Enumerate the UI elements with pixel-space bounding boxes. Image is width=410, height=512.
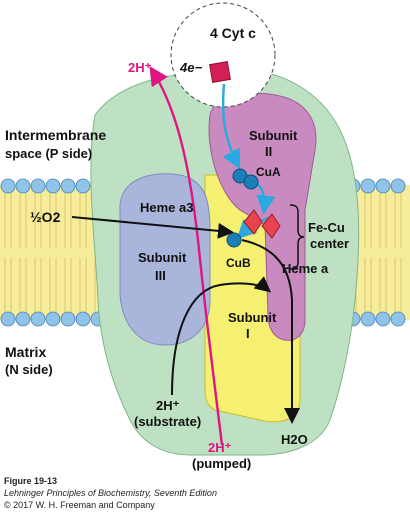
label-subunit-i-line2: I — [246, 326, 250, 341]
heme-a3-shape — [243, 209, 263, 235]
lipid-head — [45, 178, 61, 194]
label-heme-a3: Heme a3 — [140, 200, 193, 215]
label-cu-a: CuA — [256, 165, 281, 179]
label-substrate-word: (substrate) — [134, 414, 201, 429]
label-subunit-iii-line1: Subunit — [138, 250, 187, 265]
lipid-head — [375, 311, 391, 327]
caption-copyright: © 2017 W. H. Freeman and Company — [4, 500, 155, 510]
lipid-head — [15, 178, 31, 194]
label-water: H2O — [281, 432, 308, 447]
label-fe-cu-line2: center — [310, 236, 349, 251]
label-fe-cu-line1: Fe-Cu — [308, 220, 345, 235]
lipid-head — [60, 178, 76, 194]
cyt-c-heme-box — [208, 60, 232, 84]
lipid-head — [30, 178, 46, 194]
lipid-head — [390, 311, 406, 327]
lipid-head — [30, 311, 46, 327]
label-subunit-iii-line2: III — [155, 268, 166, 283]
lipid-head — [15, 311, 31, 327]
cyt-c-circle — [170, 2, 276, 108]
label-subunit-i-line1: Subunit — [228, 310, 277, 325]
substrate-proton-arrow — [171, 276, 272, 396]
lipid-head — [0, 311, 16, 327]
label-cyt-c: 4 Cyt c — [210, 25, 256, 41]
lipid-head — [75, 311, 91, 327]
label-pumped-word: (pumped) — [192, 456, 251, 471]
label-substrate-h: 2H⁺ — [156, 398, 180, 413]
lipid-head — [360, 311, 376, 327]
pumped-proton-arrow — [149, 65, 224, 446]
label-heme-a: Heme a — [282, 261, 329, 276]
lipid-head — [0, 178, 16, 194]
lipid-head — [360, 178, 376, 194]
heme-a-shape — [261, 213, 281, 239]
oxygen-arrow — [71, 216, 234, 239]
label-proton-top: 2H⁺ — [128, 60, 152, 75]
label-subunit-ii-line1: Subunit — [249, 128, 298, 143]
subunit-iii — [119, 173, 211, 346]
label-matrix-line2: (N side) — [5, 362, 53, 377]
cu-a-atom-2 — [243, 174, 259, 190]
water-arrow — [241, 239, 300, 424]
cu-b-atom — [226, 232, 242, 248]
lipid-head — [75, 178, 91, 194]
caption-figure: Figure 19-13 — [4, 476, 57, 486]
label-half-o2: ½O2 — [30, 209, 61, 225]
label-intermembrane-line1: Intermembrane — [5, 127, 106, 143]
label-pumped-h: 2H⁺ — [208, 440, 232, 455]
lipid-head — [390, 178, 406, 194]
lipid-head — [45, 311, 61, 327]
lipid-head — [60, 311, 76, 327]
label-matrix-line1: Matrix — [5, 344, 46, 360]
electron-arrow-to-cua — [221, 83, 241, 170]
lipid-head — [375, 178, 391, 194]
label-intermembrane-line2: space (P side) — [5, 146, 92, 161]
label-cu-b: CuB — [226, 256, 251, 270]
fe-cu-bracket — [289, 204, 305, 270]
label-electrons: 4e− — [179, 60, 202, 75]
caption-book: Lehninger Principles of Biochemistry, Se… — [4, 488, 217, 498]
label-subunit-ii-line2: II — [265, 144, 272, 159]
